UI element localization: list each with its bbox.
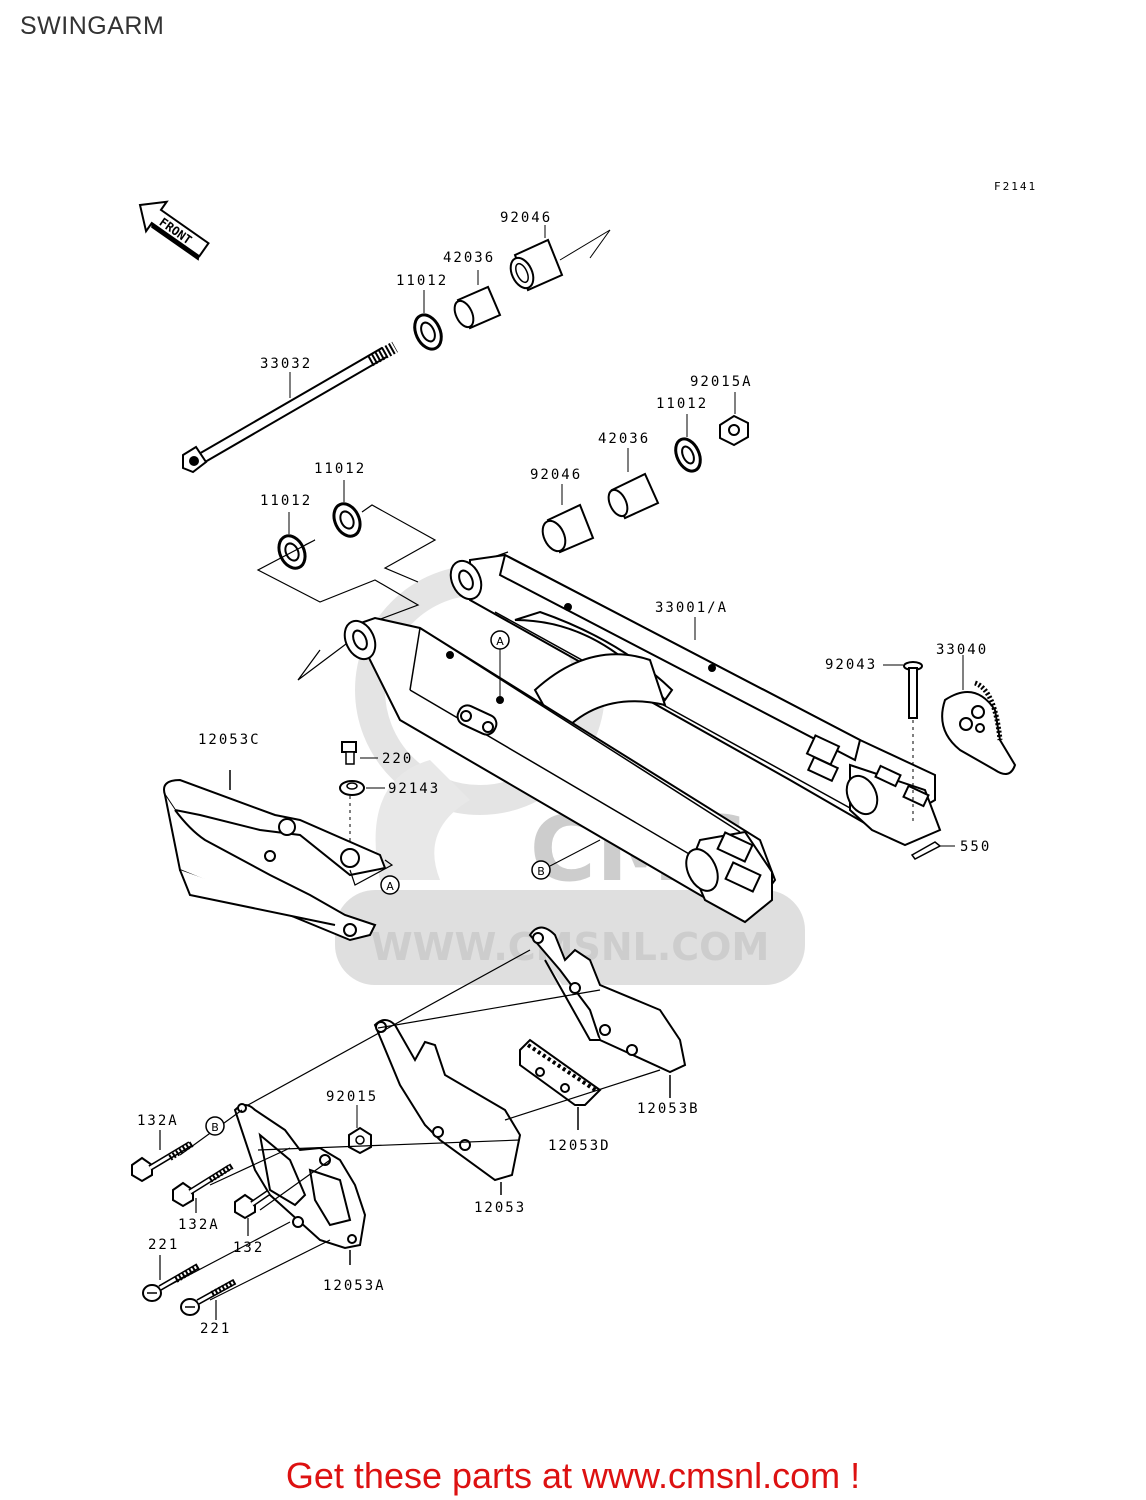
label-92015: 92015 xyxy=(326,1089,378,1105)
svg-text:A: A xyxy=(386,880,394,893)
bearing-92046-top xyxy=(509,225,611,292)
label-33032: 33032 xyxy=(260,356,312,372)
label-92143: 92143 xyxy=(388,781,440,797)
bolt-132 xyxy=(234,1190,270,1236)
collar-42036-top xyxy=(453,270,502,330)
reference-a-marker: A xyxy=(490,630,510,700)
collar-42036-right xyxy=(607,448,660,520)
label-33001A: 33001/A xyxy=(655,600,728,616)
chain-adjuster-33040 xyxy=(941,655,1017,775)
label-12053D: 12053D xyxy=(548,1138,611,1154)
swingarm-33001A xyxy=(343,553,942,924)
screw-221-bottom xyxy=(180,1278,238,1320)
chain-guide-12053C xyxy=(163,770,387,942)
label-42036-right: 42036 xyxy=(598,431,650,447)
front-arrow-icon: FRONT xyxy=(138,200,210,261)
label-11012-right: 11012 xyxy=(656,396,708,412)
label-221-top: 221 xyxy=(148,1237,179,1253)
page-title: SWINGARM xyxy=(20,12,165,40)
label-92046-top: 92046 xyxy=(500,210,552,226)
cotter-pin-550 xyxy=(910,841,955,860)
label-12053C: 12053C xyxy=(198,732,261,748)
label-11012-mid: 11012 xyxy=(314,461,366,477)
svg-text:B: B xyxy=(537,865,545,878)
pivot-shaft-33032 xyxy=(182,341,398,474)
guide-bracket-12053B xyxy=(528,926,687,1098)
label-220: 220 xyxy=(382,751,413,767)
alignment-lines xyxy=(169,949,661,1301)
collar-92143 xyxy=(339,780,385,845)
seal-11012-right xyxy=(674,414,702,473)
label-132A-top: 132A xyxy=(137,1113,179,1129)
reference-a-marker-guide: A xyxy=(349,859,400,895)
nut-92015A xyxy=(719,392,749,447)
reference-b-marker: B xyxy=(531,839,601,880)
slider-block-12053D xyxy=(519,1038,602,1130)
bolt-220 xyxy=(341,741,378,765)
label-12053: 12053 xyxy=(474,1200,526,1216)
label-550: 550 xyxy=(960,839,991,855)
bolt-132A-bottom xyxy=(172,1163,234,1213)
label-92015A: 92015A xyxy=(690,374,753,390)
seal-11012-mid xyxy=(332,480,362,538)
label-11012-left: 11012 xyxy=(260,493,312,509)
svg-text:B: B xyxy=(211,1121,219,1134)
label-12053B: 12053B xyxy=(637,1101,700,1117)
seal-11012-left xyxy=(277,512,307,570)
pin-92043 xyxy=(883,661,923,822)
figure-code: F2141 xyxy=(994,180,1037,193)
label-92043: 92043 xyxy=(825,657,877,673)
bearing-92046-right xyxy=(541,484,595,554)
screw-221-top xyxy=(142,1255,202,1302)
svg-text:A: A xyxy=(496,635,504,648)
reference-b-marker-lower: B xyxy=(205,1116,225,1136)
label-132: 132 xyxy=(233,1240,264,1256)
label-12053A: 12053A xyxy=(323,1278,386,1294)
seal-11012-top xyxy=(413,290,443,351)
bolt-132A-top xyxy=(131,1130,194,1183)
label-221-bottom: 221 xyxy=(200,1321,231,1337)
label-132A-bottom: 132A xyxy=(178,1217,220,1233)
label-33040: 33040 xyxy=(936,642,988,658)
label-92046-right: 92046 xyxy=(530,467,582,483)
label-11012-top: 11012 xyxy=(396,273,448,289)
label-42036-top: 42036 xyxy=(443,250,495,266)
guide-plate-12053 xyxy=(373,1019,522,1195)
footer-cta-link[interactable]: Get these parts at www.cmsnl.com ! xyxy=(285,1455,861,1496)
